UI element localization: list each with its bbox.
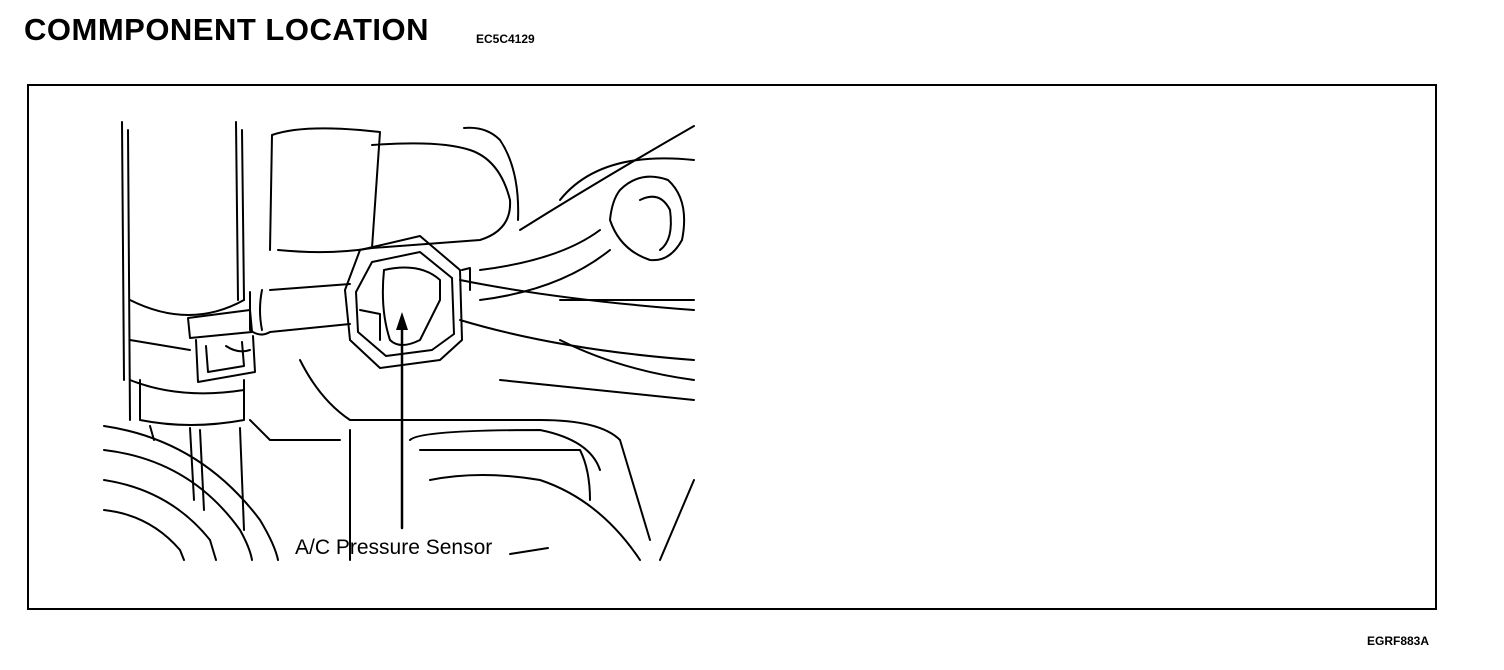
callout-label: A/C Pressure Sensor xyxy=(295,536,493,559)
vertical-pipe xyxy=(121,121,131,421)
upper-hose xyxy=(269,127,381,254)
arrowhead-icon xyxy=(396,312,408,330)
page-title: COMMPONENT LOCATION xyxy=(24,12,430,47)
diagram-frame xyxy=(27,84,1437,610)
sensor-pipe xyxy=(249,283,351,336)
section-code: EC5C4129 xyxy=(476,32,535,46)
pressure-sensor xyxy=(344,235,463,369)
figure-reference: EGRF883A xyxy=(1367,634,1430,648)
